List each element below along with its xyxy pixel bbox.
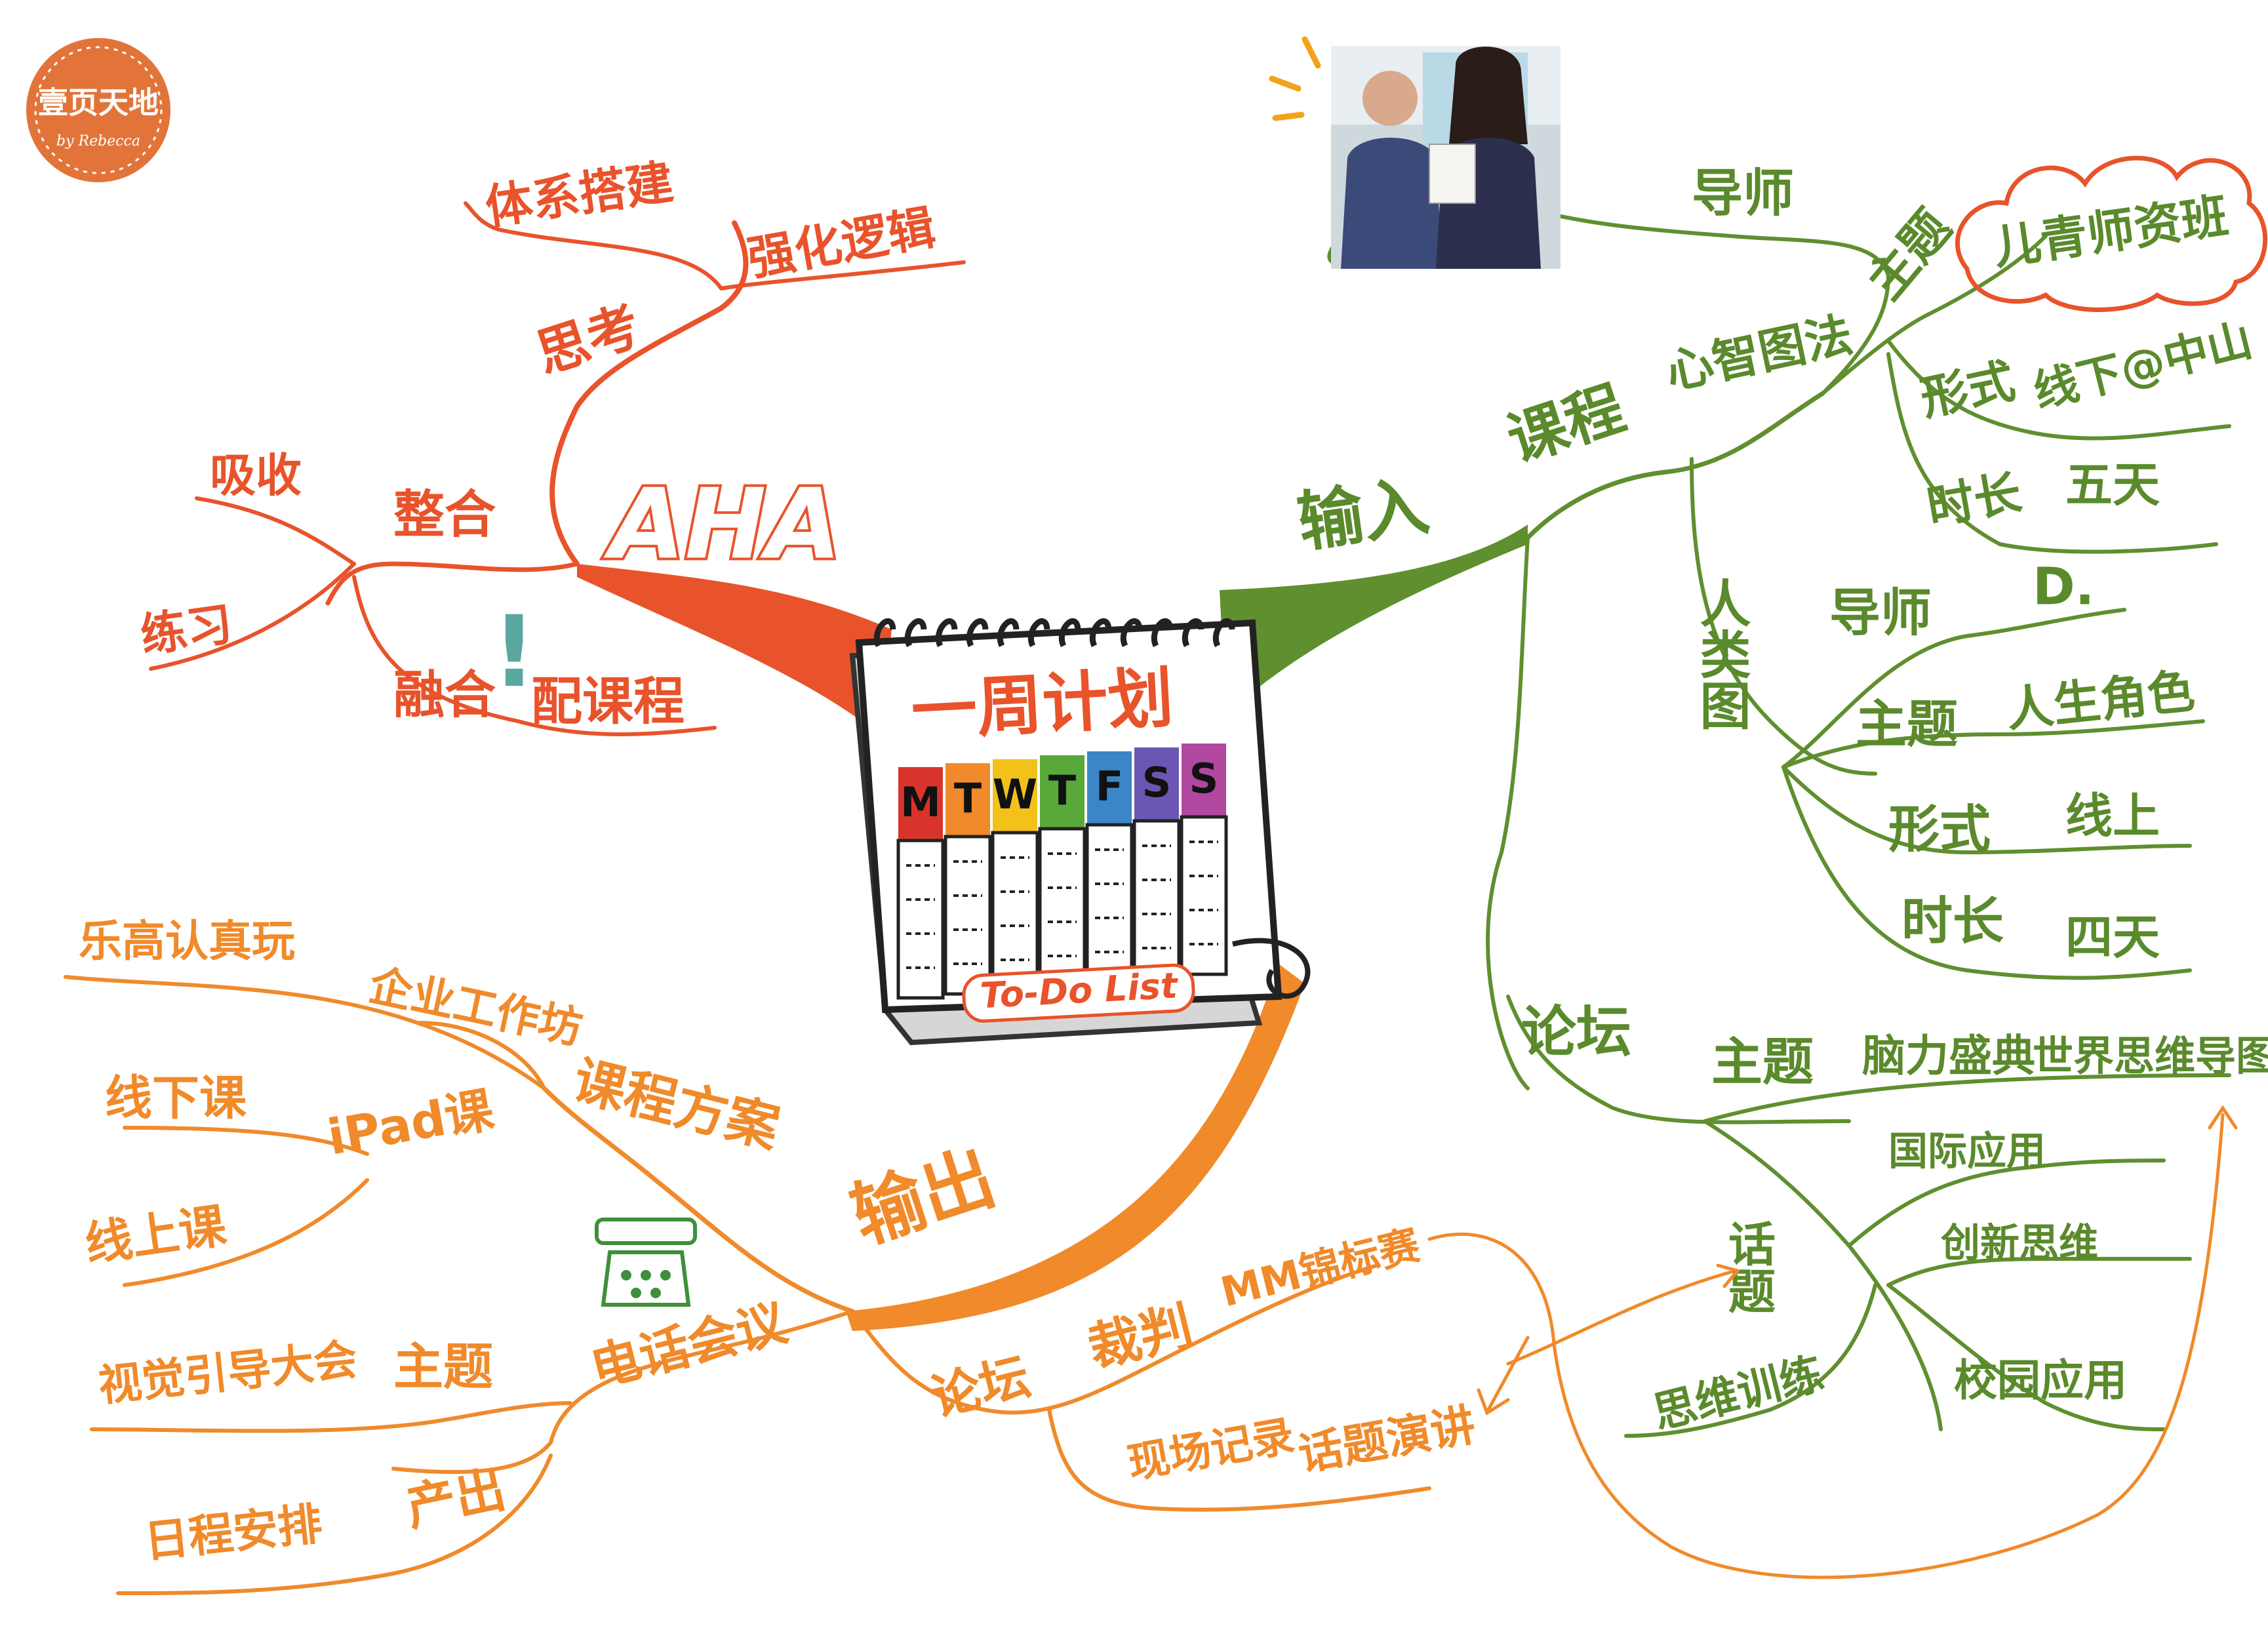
logo-text: 壹页天地 xyxy=(38,85,159,121)
mindmap-dur-val: 五天 xyxy=(2065,458,2160,513)
output-main-branch xyxy=(846,964,1305,1331)
mindmap-mentor: 导师 xyxy=(1692,164,1794,223)
binder-rings xyxy=(873,618,1235,647)
mindmap-form-val: 线下@中山 xyxy=(2029,314,2258,418)
human-form-key: 形式 xyxy=(1888,800,1991,859)
photo xyxy=(1269,36,1561,269)
binder-ring xyxy=(1182,618,1204,647)
forum-theme-val1: 脑力盛典 xyxy=(1862,1031,2035,1081)
call-produce-val: 日程安排 xyxy=(142,1498,325,1568)
todo-grid xyxy=(896,815,1228,1000)
day-label: W xyxy=(993,770,1037,818)
input-branch: 输入 课程 心智图法 导师 主题 儿青师资班 形式 线下@中山 时长 五天 人类… xyxy=(1293,155,2268,1439)
human-theme-key: 主题 xyxy=(1856,695,1958,754)
day-cell xyxy=(1040,755,1084,827)
binder-ring xyxy=(1120,618,1143,647)
integrate-label: 整合 xyxy=(393,485,496,544)
topic-training: 思维训练 xyxy=(1648,1348,1828,1439)
binder-ring xyxy=(1089,618,1112,647)
forum-theme-key: 主题 xyxy=(1711,1033,1814,1092)
course-plan-online: 线上课 xyxy=(81,1198,230,1272)
day-cell xyxy=(1134,747,1179,820)
mindmap-form-key: 形式 xyxy=(1916,353,2019,426)
day-cell xyxy=(993,759,1037,831)
human-theme-val: 人生角色 xyxy=(2004,663,2197,738)
human-dur-key: 时长 xyxy=(1901,892,2004,951)
day-cell xyxy=(898,767,943,839)
binder-ring xyxy=(997,618,1020,647)
binder-ring xyxy=(1151,618,1174,647)
mindmap-theme-key: 主题 xyxy=(1856,199,1962,310)
person-left-body xyxy=(1341,138,1442,269)
aha-title: AHA xyxy=(603,468,841,581)
day-label: T xyxy=(954,774,982,822)
out-forum-label: 论坛 xyxy=(925,1347,1035,1427)
out-forum-record-val: 话题演讲 xyxy=(1295,1399,1480,1481)
out-forum-record: 现场记录 xyxy=(1124,1412,1298,1488)
forum-theme-val2: 世界思维导图 xyxy=(2033,1032,2268,1080)
integrate-absorb: 吸收 xyxy=(210,448,302,502)
call-label: 电话会议 xyxy=(585,1293,793,1398)
topic-campus: 校园应用 xyxy=(1954,1355,2127,1406)
topic-innovation: 创新思维 xyxy=(1941,1221,2098,1267)
phone-icon xyxy=(595,1218,697,1307)
binder-ring xyxy=(935,618,958,647)
call-theme-val: 视觉引导大会 xyxy=(96,1334,359,1412)
day-label: S xyxy=(1142,759,1172,806)
book xyxy=(1429,144,1476,204)
think-label: 思考 xyxy=(529,295,648,386)
integrate-practice: 练习 xyxy=(137,597,235,663)
logo-sub: by Rebecca xyxy=(56,133,140,149)
day-cell xyxy=(945,763,990,835)
day-label: T xyxy=(1048,766,1076,814)
calendar-title: 一周计划 xyxy=(909,660,1176,750)
human-dur-val: 四天 xyxy=(2065,910,2160,965)
course-plan-ipad: iPad课 xyxy=(324,1082,499,1166)
binder-ring xyxy=(904,618,927,647)
theme-cloud xyxy=(1955,155,2268,312)
aha-title-inner: AHA xyxy=(603,468,841,581)
day-label: S xyxy=(1189,755,1219,803)
binder-ring xyxy=(1058,618,1081,647)
person-left-face xyxy=(1363,71,1418,126)
out-forum-judge-val: MM锦标赛 xyxy=(1216,1221,1425,1317)
call-theme: 主题 xyxy=(393,1338,493,1396)
course-plan-label: 课程方案 xyxy=(567,1050,786,1160)
day-label: F xyxy=(1096,763,1123,810)
course-plan-offline: 线下课 xyxy=(105,1071,247,1126)
human-label: 人类图 xyxy=(1692,577,1751,730)
day-cell xyxy=(1182,744,1226,816)
fuse-course: 配课程 xyxy=(531,672,685,731)
human-mentor-key: 导师 xyxy=(1829,584,1932,643)
mindmap-dur-key: 时长 xyxy=(1923,465,2025,536)
logo: 壹页天地 by Rebecca xyxy=(26,38,170,182)
day-cell xyxy=(1087,751,1132,823)
forum-label: 论坛 xyxy=(1521,1000,1631,1064)
input-course: 课程 xyxy=(1500,374,1633,475)
course-plan-lego: 乐高认真玩 xyxy=(79,916,295,966)
day-label: M xyxy=(900,778,941,826)
binder-ring xyxy=(966,618,989,647)
binder-ring xyxy=(1212,618,1235,647)
input-main-branch xyxy=(1220,525,1528,715)
course-plan-workshop: 企业工作坊 xyxy=(365,960,587,1054)
fuse-exclaim: ! xyxy=(492,595,536,709)
input-title: 输入 xyxy=(1293,467,1433,561)
human-mentor-val: D. xyxy=(2033,557,2094,616)
fuse-label: 融合 xyxy=(393,665,496,724)
binder-ring xyxy=(873,618,896,647)
out-forum-judge: 裁判 xyxy=(1082,1295,1199,1379)
mindmap-theme-val: 儿青师资班 xyxy=(1990,188,2231,275)
output-title: 输出 xyxy=(842,1135,1005,1259)
binder-ring xyxy=(1027,618,1050,647)
topic-intl: 国际应用 xyxy=(1888,1129,2046,1175)
aha-main-branch xyxy=(577,564,892,734)
think-system: 体系搭建 xyxy=(482,154,677,235)
human-form-val: 线上 xyxy=(2065,789,2160,844)
